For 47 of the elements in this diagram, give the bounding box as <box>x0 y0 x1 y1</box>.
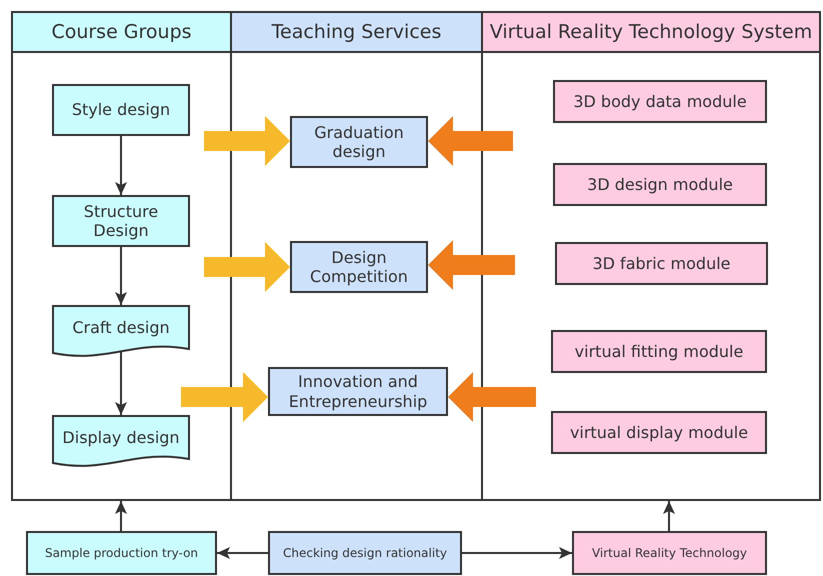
node-label: Design Competition <box>309 248 409 286</box>
node-label: 3D design module <box>587 174 733 194</box>
arrow <box>115 136 127 195</box>
arrow <box>217 547 268 559</box>
process-box <box>572 531 767 575</box>
node-label: Sample production try-on <box>44 546 198 560</box>
lane-header: Teaching Services <box>272 21 442 43</box>
process-box <box>290 116 428 168</box>
node-label: Virtual Reality Technology <box>592 546 748 560</box>
process-box <box>290 241 428 293</box>
block-arrow <box>204 242 290 292</box>
arrow <box>115 352 127 415</box>
lane-header: Course Groups <box>51 21 192 43</box>
swimlane <box>230 11 483 501</box>
node-label: Checking design rationality <box>282 546 447 560</box>
block-arrow <box>204 116 290 166</box>
swimlane <box>11 11 232 501</box>
node-label: Innovation and Entrepreneurship <box>288 372 428 411</box>
process-box <box>551 411 767 454</box>
node-label: Structure Design <box>82 202 160 240</box>
process-box <box>52 84 190 136</box>
node-label: Graduation design <box>313 122 405 162</box>
lane-header: Virtual Reality Technology System <box>490 21 812 43</box>
process-box <box>555 242 768 285</box>
node-label: 3D body data module <box>573 92 747 112</box>
process-box <box>268 531 462 575</box>
arrow <box>115 501 127 531</box>
process-box <box>268 367 448 416</box>
block-arrow <box>181 372 268 422</box>
process-box <box>26 531 217 575</box>
block-arrow <box>428 240 515 290</box>
arrow <box>462 547 572 559</box>
node-label: 3D fabric module <box>592 254 731 274</box>
node-label: Craft design <box>72 318 170 338</box>
block-arrow <box>428 116 513 166</box>
node-label: virtual fitting module <box>574 342 744 362</box>
node-label: Display design <box>62 428 180 448</box>
process-box <box>553 163 767 206</box>
process-box <box>551 330 767 373</box>
arrow <box>115 247 127 305</box>
block-arrow <box>448 372 536 422</box>
node-label: Style design <box>72 100 170 120</box>
swimlane <box>481 11 821 501</box>
arrow <box>663 501 675 531</box>
process-box <box>52 195 190 247</box>
process-box <box>553 80 767 123</box>
node-label: virtual display module <box>570 422 748 442</box>
